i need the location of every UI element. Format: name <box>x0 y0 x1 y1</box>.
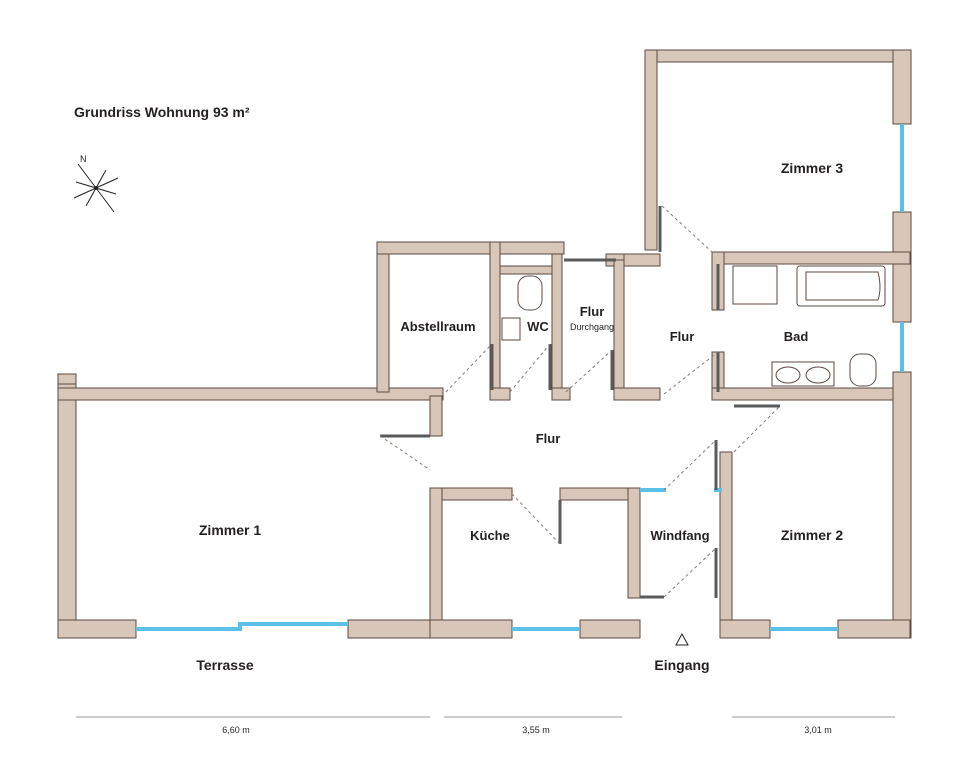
entrance-triangle-icon <box>675 632 689 646</box>
fixtures <box>501 265 886 387</box>
shower <box>732 265 778 305</box>
dimension-label-1: 6,60 m <box>222 725 250 735</box>
wc-toilet <box>517 275 543 311</box>
label-zimmer2: Zimmer 2 <box>781 527 843 543</box>
label-zimmer1: Zimmer 1 <box>199 522 261 538</box>
doors <box>380 206 780 599</box>
wc-sink <box>501 317 521 341</box>
label-flur-durchgang: Flur <box>580 304 605 319</box>
label-abstellraum: Abstellraum <box>400 319 475 334</box>
label-flur-main: Flur <box>536 431 561 446</box>
label-durchgang: Durchgang <box>570 322 614 332</box>
dimension-label-3: 3,01 m <box>804 725 832 735</box>
compass-icon: N <box>73 154 119 213</box>
label-wc: WC <box>527 319 549 334</box>
label-zimmer3: Zimmer 3 <box>781 160 843 176</box>
label-windfang: Windfang <box>650 528 709 543</box>
door-swings <box>379 205 781 598</box>
label-eingang: Eingang <box>654 657 709 673</box>
compass-north-label: N <box>80 154 87 164</box>
dimension-label-2: 3,55 m <box>522 725 550 735</box>
plan-title: Grundriss Wohnung 93 m² <box>74 104 250 120</box>
label-bad: Bad <box>784 329 809 344</box>
label-terrasse: Terrasse <box>196 657 254 673</box>
bad-toilet <box>849 353 877 387</box>
walls <box>57 49 912 639</box>
label-flur-upper: Flur <box>670 329 695 344</box>
label-kueche: Küche <box>470 528 510 543</box>
